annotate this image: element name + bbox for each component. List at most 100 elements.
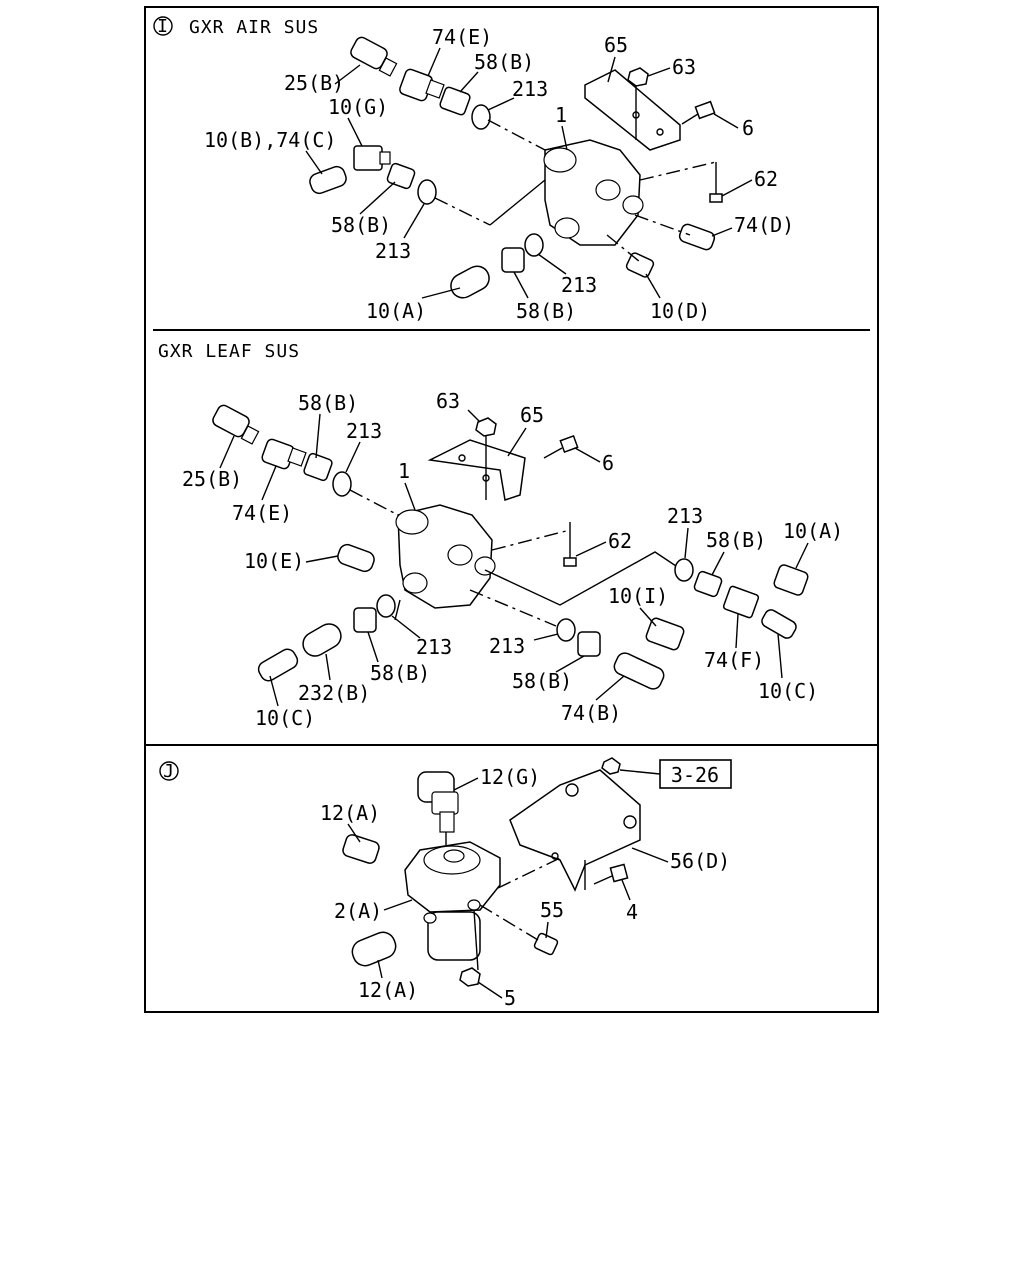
label-63: 63 — [672, 55, 696, 79]
section-gxr-air-sus: I GXR AIR SUS — [153, 16, 794, 323]
part-62-bolt-leaf — [563, 538, 577, 567]
part-56d-bracket — [509, 769, 641, 892]
label-65: 65 — [604, 33, 628, 57]
label-10b-74c: 10(B),74(C) — [204, 128, 336, 152]
label-12a-top: 12(A) — [320, 801, 380, 825]
label-25b-1: 25(B) — [284, 71, 344, 95]
part-65-bracket-leaf — [427, 439, 526, 501]
part-12a-plug-bottom — [351, 931, 397, 967]
section-title-leaf-sus: GXR LEAF SUS — [158, 341, 300, 362]
part-58b-nut-top — [439, 86, 471, 116]
part-5-nut — [459, 967, 481, 987]
label-213-leaf-1: 213 — [346, 419, 382, 443]
part-12a-connector-top — [342, 834, 380, 864]
label-213-leaf-4: 213 — [489, 634, 525, 658]
part-6-bolt-top — [681, 100, 716, 125]
label-74e-leaf: 74(E) — [232, 501, 292, 525]
label-213-2: 213 — [375, 239, 411, 263]
label-12g: 12(G) — [480, 765, 540, 789]
part-4-bolt — [593, 863, 629, 885]
section-gxr-leaf-sus: GXR LEAF SUS — [158, 341, 843, 730]
section-marker-i-circle — [153, 16, 173, 36]
label-58b-leaf-2: 58(B) — [706, 528, 766, 552]
label-213-3: 213 — [561, 273, 597, 297]
label-63-leaf: 63 — [436, 389, 460, 413]
part-74e-fitting — [399, 68, 445, 102]
label-58b-leaf-1: 58(B) — [298, 391, 358, 415]
part-58b-nut-leaf-top — [303, 452, 333, 482]
part-213-seal-leaf-bottom-left — [376, 594, 396, 618]
part-213-seal-leaf-bottom-right — [556, 618, 576, 642]
label-1-top: 1 — [555, 103, 567, 127]
label-10d: 10(D) — [650, 299, 710, 323]
label-6-leaf: 6 — [602, 451, 614, 475]
label-10c-left: 10(C) — [255, 706, 315, 730]
part-6-bolt-leaf — [543, 435, 579, 459]
label-213-1: 213 — [512, 77, 548, 101]
part-63-nut-leaf — [475, 417, 497, 437]
label-1-leaf: 1 — [398, 459, 410, 483]
label-10g: 10(G) — [328, 95, 388, 119]
part-74f-fitting — [722, 585, 760, 619]
part-213-seal-mid — [417, 179, 437, 205]
part-1-valve-leaf — [395, 504, 496, 609]
part-62-bolt-top — [709, 175, 723, 203]
label-65-leaf: 65 — [520, 403, 544, 427]
reference-box-label: 3-26 — [671, 763, 719, 787]
section-marker-i: I — [157, 16, 169, 37]
part-25b-switch — [350, 36, 398, 77]
part-58b-nut-bottom — [501, 247, 525, 273]
part-63-nut-top — [627, 67, 649, 87]
label-74d: 74(D) — [734, 213, 794, 237]
section-marker-j-circle — [159, 761, 179, 781]
label-232b: 232(B) — [298, 681, 370, 705]
label-58b-leaf-4: 58(B) — [512, 669, 572, 693]
label-58b-2: 58(B) — [331, 213, 391, 237]
part-10a-elbow-leaf — [773, 564, 809, 596]
part-10g-elbow — [353, 145, 391, 171]
part-232b-cap — [302, 623, 342, 657]
part-213-seal-leaf-top — [332, 471, 352, 497]
label-56d: 56(D) — [670, 849, 730, 873]
part-213-seal-bottom — [524, 233, 544, 257]
part-2a-valve — [404, 841, 501, 961]
label-10c-right: 10(C) — [758, 679, 818, 703]
section-j: J 3-26 — [159, 757, 732, 1010]
part-74e-fitting-leaf — [261, 438, 307, 470]
part-74d-connector — [678, 223, 716, 251]
diagram-frame — [144, 6, 879, 1013]
label-6-top: 6 — [742, 116, 754, 140]
section-title-air-sus: GXR AIR SUS — [189, 17, 319, 38]
label-58b-3: 58(B) — [516, 299, 576, 323]
label-74e: 74(E) — [432, 25, 492, 49]
part-1-valve-top — [543, 139, 644, 246]
part-10b-74c-connector — [309, 165, 347, 195]
part-10e-connector — [337, 543, 375, 573]
label-2a: 2(A) — [334, 899, 382, 923]
label-55: 55 — [540, 898, 564, 922]
part-58b-nut-leaf-bottom-left — [353, 607, 377, 633]
part-10d-fitting — [625, 252, 655, 278]
part-10c-connector-left — [257, 648, 299, 682]
label-4: 4 — [626, 900, 638, 924]
part-25b-switch-leaf — [212, 404, 260, 445]
part-74b-connector — [613, 652, 665, 690]
part-12g-elbow — [417, 771, 459, 833]
part-58b-nut-leaf-bottom-right — [577, 631, 601, 657]
label-58b-1: 58(B) — [474, 50, 534, 74]
section-marker-j: J — [163, 761, 175, 782]
label-213-leaf-3: 213 — [416, 635, 452, 659]
part-10c-connector-right — [761, 609, 797, 639]
label-10a-1: 10(A) — [366, 299, 426, 323]
label-10e: 10(E) — [244, 549, 304, 573]
label-58b-leaf-3: 58(B) — [370, 661, 430, 685]
label-10i: 10(I) — [608, 584, 668, 608]
label-213-leaf-2: 213 — [667, 504, 703, 528]
label-74f: 74(F) — [704, 648, 764, 672]
label-25b-leaf: 25(B) — [182, 467, 242, 491]
label-62-leaf: 62 — [608, 529, 632, 553]
part-58b-nut-leaf-right — [693, 570, 723, 598]
label-5: 5 — [504, 986, 516, 1010]
part-10i-elbow — [645, 617, 685, 651]
